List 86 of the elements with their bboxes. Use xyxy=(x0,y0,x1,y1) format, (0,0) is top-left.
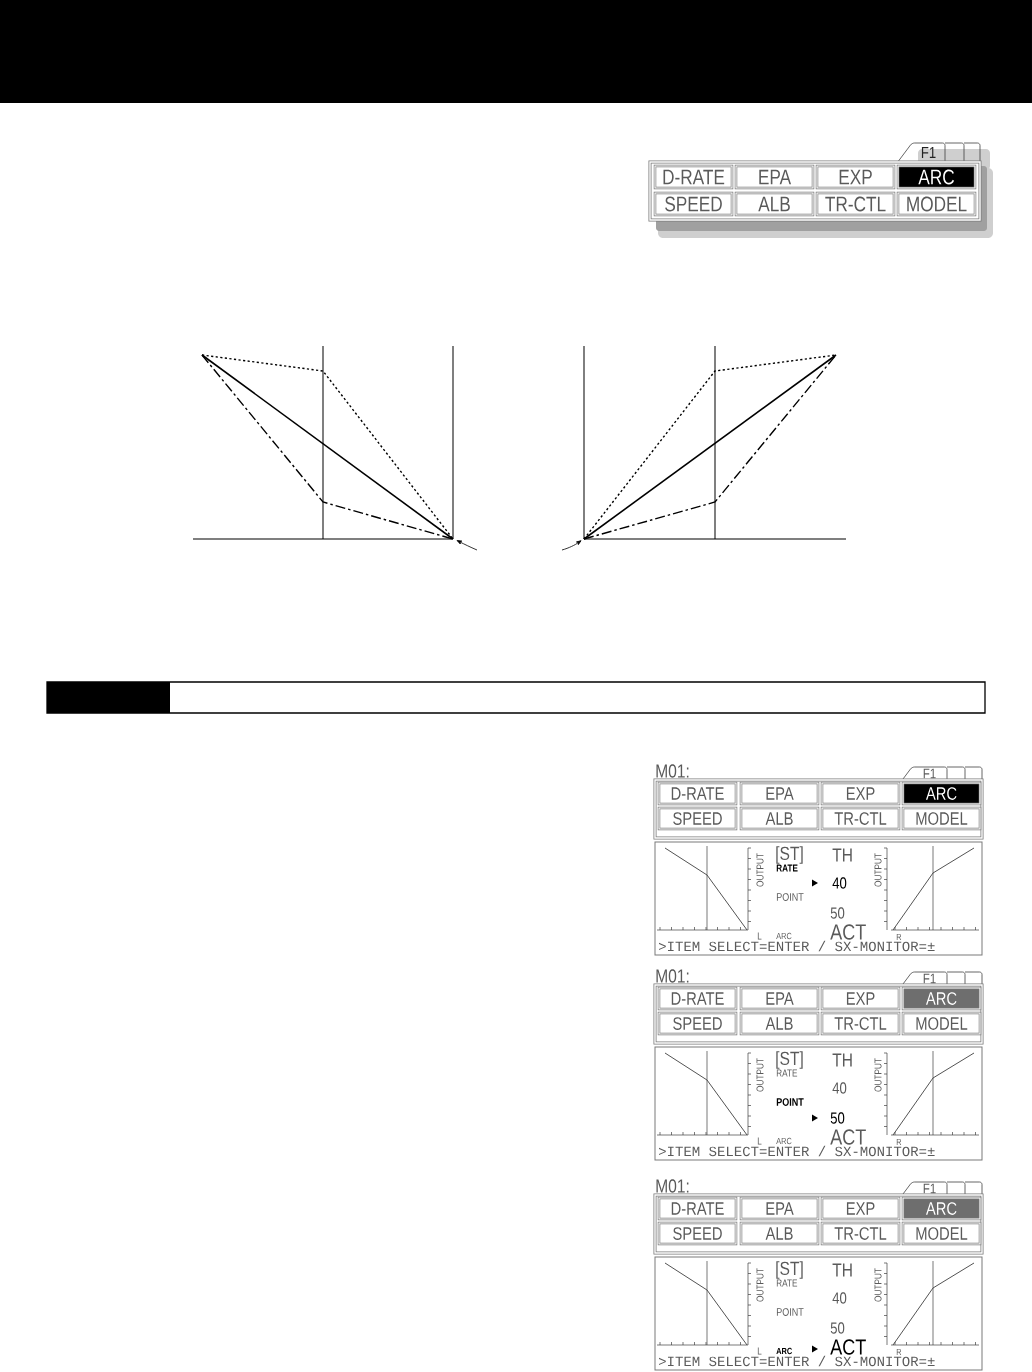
axis-label: OUTPUT xyxy=(874,1058,882,1092)
menu-button: MODEL xyxy=(896,191,977,217)
menu-button: ARC xyxy=(901,986,982,1011)
axis-label: OUTPUT xyxy=(756,1058,764,1092)
side-label: R xyxy=(896,1348,902,1356)
menu-button: EXP xyxy=(815,164,896,190)
screen-title: M01: xyxy=(656,1179,689,1193)
tab xyxy=(946,1181,966,1196)
tab: F1 xyxy=(897,142,946,163)
status-line: >ITEM SELECT=ENTER / SX-MONITOR=± xyxy=(659,1355,935,1367)
menu-button: EPA xyxy=(739,986,820,1011)
axis-label: OUTPUT xyxy=(874,1268,882,1302)
side-label: R xyxy=(896,933,902,941)
tab xyxy=(946,971,966,986)
menu-button: SPEED xyxy=(657,806,738,831)
tab: F1 xyxy=(901,766,948,781)
tab xyxy=(964,1181,983,1196)
tab xyxy=(946,766,966,781)
menu-button: D-RATE xyxy=(657,986,738,1011)
menu-button: SPEED xyxy=(657,1011,738,1036)
menu-button: ALB xyxy=(739,1221,820,1246)
menu-button: MODEL xyxy=(901,806,982,831)
tab xyxy=(963,142,981,163)
parameter-label: ARC xyxy=(776,932,792,940)
parameter-label: ARC xyxy=(776,1137,792,1145)
value-text: 50 xyxy=(830,907,845,919)
status-line: >ITEM SELECT=ENTER / SX-MONITOR=± xyxy=(659,940,935,952)
menu-button: ALB xyxy=(739,1011,820,1036)
menu-button: D-RATE xyxy=(653,164,734,190)
tab: F1 xyxy=(901,1181,948,1196)
tab xyxy=(944,142,965,163)
parameter-label: POINT xyxy=(776,1098,804,1106)
screen-title: M01: xyxy=(656,764,689,778)
channel-label: [ST] xyxy=(776,1261,803,1279)
menu-button: EXP xyxy=(820,986,901,1011)
menu-button: D-RATE xyxy=(657,1196,738,1221)
channel-label: TH xyxy=(832,848,852,862)
menu-button: EPA xyxy=(739,1196,820,1221)
value-text: ACT xyxy=(830,924,866,940)
menu-button: EPA xyxy=(734,164,815,190)
channel-label: TH xyxy=(832,1053,852,1067)
menu-button: ALB xyxy=(739,806,820,831)
side-label: L xyxy=(757,1137,762,1145)
tab xyxy=(964,971,983,986)
menu-button: ALB xyxy=(734,191,815,217)
parameter-label: POINT xyxy=(776,893,804,901)
menu-button: D-RATE xyxy=(657,781,738,806)
menu-button: EPA xyxy=(739,781,820,806)
channel-label: [ST] xyxy=(776,1051,803,1069)
axis-label: OUTPUT xyxy=(756,853,764,887)
menu-button: EXP xyxy=(820,781,901,806)
screen-title: M01: xyxy=(656,969,689,983)
channel-label: TH xyxy=(832,1263,852,1277)
menu-button: ARC xyxy=(901,781,982,806)
parameter-label: RATE xyxy=(776,1069,798,1077)
menu-button: SPEED xyxy=(653,191,734,217)
side-label: L xyxy=(757,932,762,940)
value-text: ACT xyxy=(830,1339,866,1355)
value-text: 50 xyxy=(830,1112,845,1124)
axis-label: OUTPUT xyxy=(874,853,882,887)
side-label: L xyxy=(757,1347,762,1355)
value-text: 50 xyxy=(830,1322,845,1334)
tab xyxy=(964,766,983,781)
menu-button: EXP xyxy=(820,1196,901,1221)
parameter-label: ARC xyxy=(776,1347,792,1355)
side-label: R xyxy=(896,1138,902,1146)
tab: F1 xyxy=(901,971,948,986)
value-text: 40 xyxy=(832,1292,847,1304)
channel-label: [ST] xyxy=(776,846,803,864)
axis-label: OUTPUT xyxy=(756,1268,764,1302)
menu-button: SPEED xyxy=(657,1221,738,1246)
status-line: >ITEM SELECT=ENTER / SX-MONITOR=± xyxy=(659,1145,935,1157)
menu-button: TR-CTL xyxy=(815,191,896,217)
value-text: ACT xyxy=(830,1129,866,1145)
menu-button: TR-CTL xyxy=(820,806,901,831)
value-text: 40 xyxy=(832,1082,847,1094)
menu-button: TR-CTL xyxy=(820,1221,901,1246)
menu-button: ARC xyxy=(896,164,977,190)
menu-button: MODEL xyxy=(901,1011,982,1036)
menu-button: MODEL xyxy=(901,1221,982,1246)
parameter-label: RATE xyxy=(776,864,798,872)
value-text: 40 xyxy=(832,877,847,889)
menu-button: ARC xyxy=(901,1196,982,1221)
parameter-label: RATE xyxy=(776,1279,798,1287)
menu-button: TR-CTL xyxy=(820,1011,901,1036)
parameter-label: POINT xyxy=(776,1308,804,1316)
